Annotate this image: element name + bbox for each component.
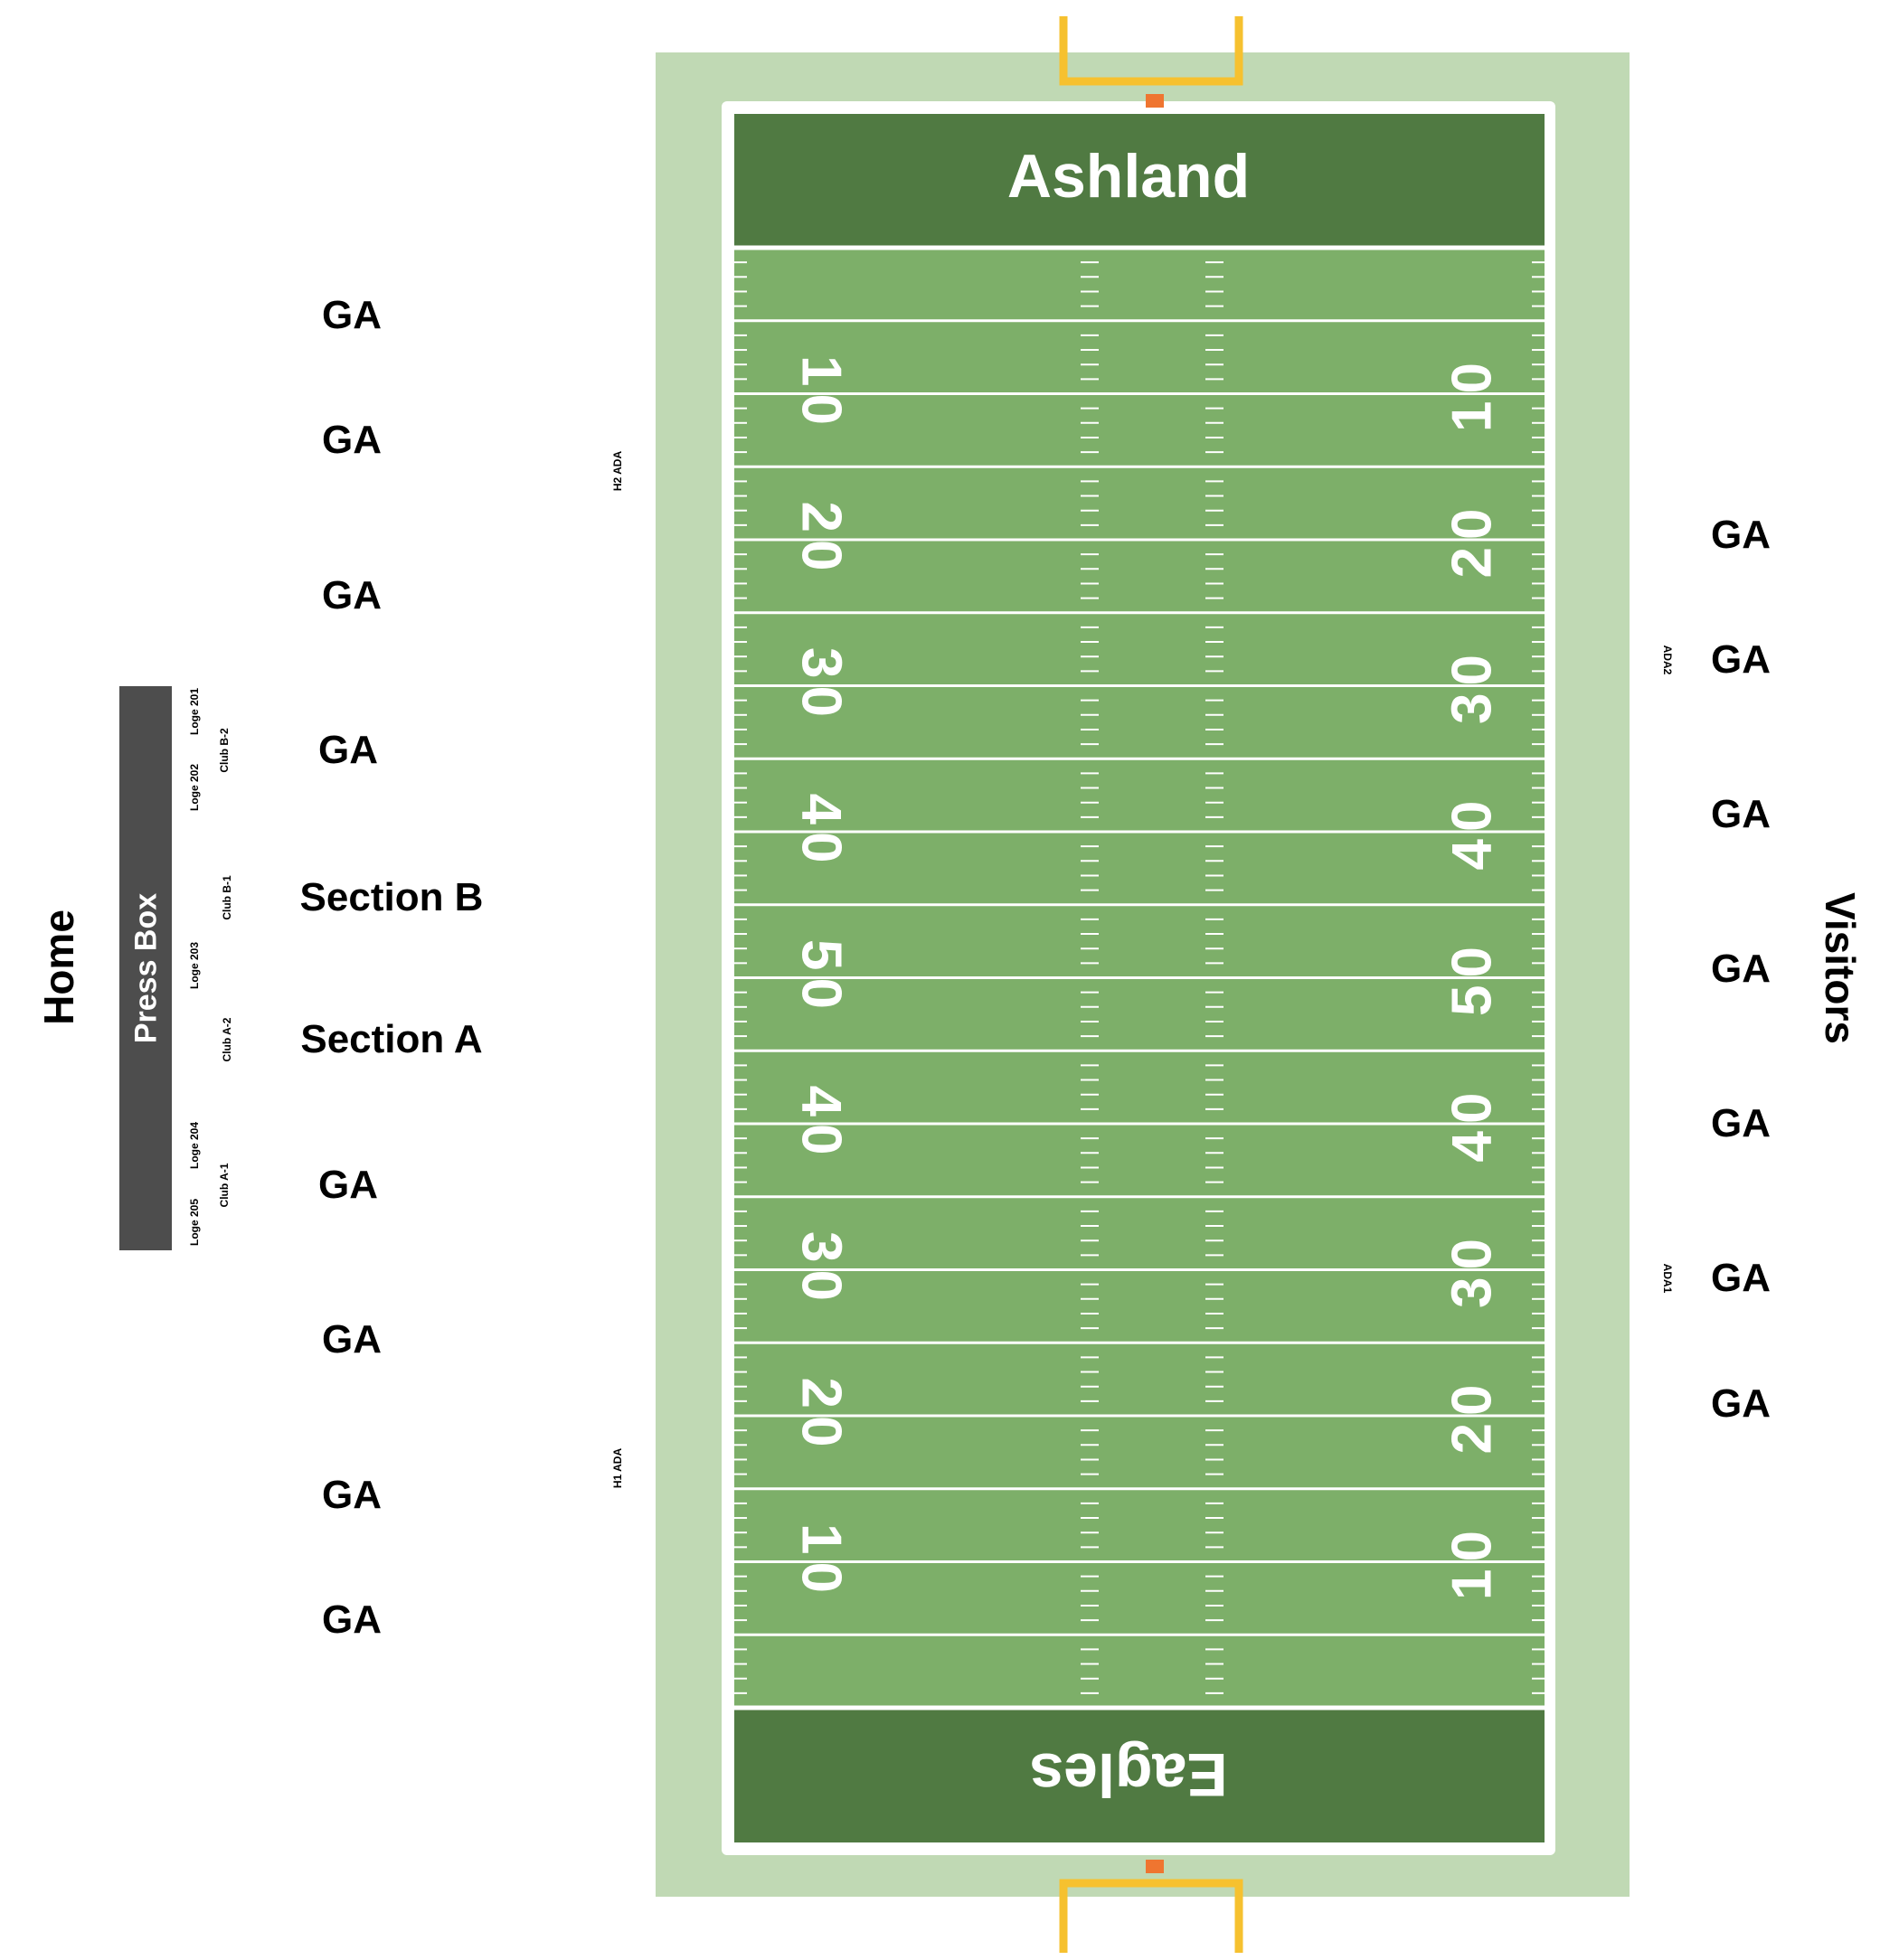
- visitors-label: Visitors: [1817, 892, 1864, 1044]
- top-goalpost: [1059, 16, 1243, 86]
- yard-number: 40: [1441, 794, 1503, 871]
- bottom-endzone-label: Eagles: [1029, 1740, 1227, 1809]
- home-section-ga-7[interactable]: GA: [322, 1473, 382, 1517]
- home-section-a[interactable]: Section A: [300, 1017, 483, 1061]
- ada2[interactable]: ADA2: [1661, 645, 1674, 675]
- yard-number: 10: [1441, 355, 1503, 432]
- hash-marks: [734, 261, 1545, 1694]
- home-section-ga-5[interactable]: GA: [318, 1163, 378, 1207]
- press-box-label: Press Box: [128, 892, 164, 1044]
- press-box: [119, 686, 172, 1250]
- yard-number: 20: [1441, 1378, 1503, 1455]
- loge-203[interactable]: Loge 203: [188, 941, 201, 990]
- club-b-2[interactable]: Club B-2: [218, 728, 231, 773]
- yard-lines: [734, 245, 1545, 1710]
- h2-ada[interactable]: H2 ADA: [611, 450, 624, 492]
- home-label: Home: [35, 909, 82, 1025]
- yard-number: 20: [1441, 502, 1503, 579]
- home-section-ga-2[interactable]: GA: [322, 418, 382, 462]
- ada1[interactable]: ADA1: [1661, 1263, 1674, 1294]
- home-section-ga-4[interactable]: GA: [318, 728, 378, 772]
- yard-number: 10: [790, 1523, 853, 1600]
- bottom-goalpost: [1059, 1879, 1243, 1953]
- yard-number: 30: [790, 1231, 853, 1308]
- club-a-2[interactable]: Club A-2: [221, 1017, 233, 1062]
- loge-201[interactable]: Loge 201: [188, 687, 201, 736]
- yard-number: 20: [790, 1378, 853, 1455]
- h1-ada[interactable]: H1 ADA: [611, 1447, 624, 1489]
- yard-number: 30: [1441, 1231, 1503, 1308]
- visitor-section-ga-5[interactable]: GA: [1711, 1101, 1771, 1145]
- bottom-goalpost-marker: [1146, 1860, 1164, 1873]
- visitor-section-ga-4[interactable]: GA: [1711, 947, 1771, 991]
- yard-number: 20: [790, 502, 853, 579]
- yard-numbers: 10 10 20 20 30 30 40 40 50 50 40 40 30 30 20 20 10 10: [790, 355, 1504, 1600]
- club-a-1[interactable]: Club A-1: [218, 1163, 231, 1208]
- yard-number: 30: [790, 647, 853, 724]
- club-b-1[interactable]: Club B-1: [221, 875, 233, 920]
- bottom-endzone: [734, 1708, 1545, 1842]
- yard-number: 50: [1441, 939, 1503, 1016]
- home-section-ga-8[interactable]: GA: [322, 1597, 382, 1642]
- yard-number: 10: [1441, 1523, 1503, 1600]
- home-section-ga-6[interactable]: GA: [322, 1317, 382, 1362]
- top-endzone-label: Ashland: [1007, 142, 1250, 211]
- loge-205[interactable]: Loge 205: [188, 1198, 201, 1247]
- visitor-section-ga-1[interactable]: GA: [1711, 513, 1771, 557]
- yard-number: 40: [1441, 1086, 1503, 1163]
- yard-number: 40: [790, 1086, 853, 1163]
- home-section-b[interactable]: Section B: [299, 875, 484, 919]
- top-goalpost-marker: [1146, 94, 1164, 108]
- yard-number: 40: [790, 794, 853, 871]
- loge-202[interactable]: Loge 202: [188, 763, 201, 812]
- visitor-section-ga-3[interactable]: GA: [1711, 792, 1771, 836]
- visitor-section-ga-6[interactable]: GA: [1711, 1256, 1771, 1300]
- home-section-ga-3[interactable]: GA: [322, 573, 382, 617]
- loge-204[interactable]: Loge 204: [188, 1121, 201, 1170]
- yard-number: 30: [1441, 647, 1503, 724]
- yard-number: 50: [790, 939, 853, 1016]
- visitor-section-ga-7[interactable]: GA: [1711, 1381, 1771, 1426]
- visitor-section-ga-2[interactable]: GA: [1711, 637, 1771, 682]
- home-section-ga-1[interactable]: GA: [322, 293, 382, 337]
- top-endzone: [734, 114, 1545, 248]
- yard-number: 10: [790, 355, 853, 432]
